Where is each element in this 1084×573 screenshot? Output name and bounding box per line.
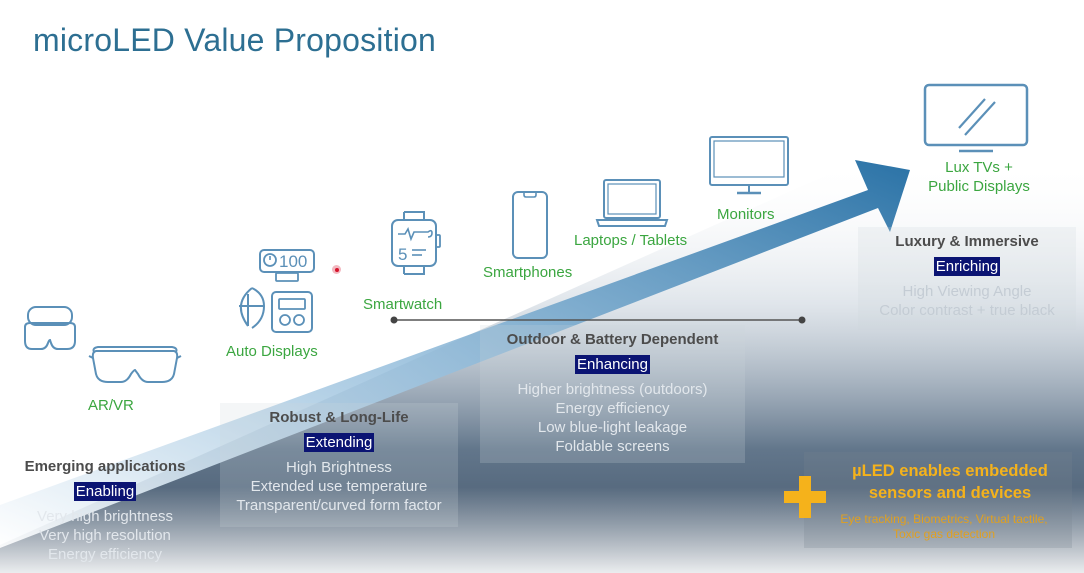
segment-emerging-line: Very high resolution: [39, 527, 171, 544]
segment-luxury-badge: Enriching: [933, 257, 1001, 276]
segment-robust-heading: Robust & Long-Life: [269, 409, 409, 426]
segment-outdoor-line: Foldable screens: [555, 438, 670, 455]
segment-outdoor-line: Higher brightness (outdoors): [517, 381, 708, 398]
svg-text:100: 100: [279, 252, 307, 271]
uled-title-line2: sensors and devices: [868, 484, 1032, 502]
app-label-auto-displays: Auto Displays: [226, 343, 318, 360]
segment-emerging-badge: Enabling: [73, 482, 137, 501]
uled-subtitle: Eye tracking, Biometrics, Virtual tactil…: [822, 512, 1066, 542]
monitor-icon: [709, 136, 789, 198]
uled-title: µLED enables embedded sensors and device…: [828, 460, 1072, 504]
app-label-ar-vr: AR/VR: [88, 397, 134, 414]
app-label-smartwatch: Smartwatch: [363, 296, 443, 313]
segment-luxury-line: Color contrast + true black: [879, 302, 1055, 319]
app-label-laptops-tablets: Laptops / Tablets: [574, 232, 688, 249]
uled-subtitle-line1: Eye tracking, Biometrics, Virtual tactil…: [840, 512, 1048, 526]
smartphone-icon: [512, 191, 548, 259]
segment-luxury: Luxury & Immersive Enriching High Viewin…: [858, 227, 1076, 330]
segment-outdoor-line: Low blue-light leakage: [537, 419, 688, 436]
segment-emerging-line: Energy efficiency: [48, 546, 162, 563]
tv-icon: [923, 83, 1029, 153]
app-label-lux-tvs: Lux TVs + Public Displays: [924, 158, 1034, 196]
segment-emerging: Emerging applications Enabling Very high…: [10, 452, 200, 564]
segment-robust-line: Extended use temperature: [250, 478, 428, 495]
svg-text:5: 5: [398, 245, 407, 264]
smartwatch-icon: 5: [388, 210, 444, 276]
uled-title-line1: µLED enables embedded: [852, 462, 1048, 480]
segment-outdoor-heading: Outdoor & Battery Dependent: [506, 331, 719, 348]
uled-sensors-box: µLED enables embedded sensors and device…: [784, 452, 1072, 548]
segment-emerging-lines: Very high brightness Very high resolutio…: [10, 507, 200, 564]
segment-robust-line: Transparent/curved form factor: [236, 497, 442, 514]
laptop-icon: [595, 178, 669, 228]
app-label-lux-tvs-line2: Public Displays: [928, 178, 1030, 195]
segment-robust-lines: High Brightness Extended use temperature…: [220, 458, 458, 515]
app-label-lux-tvs-line1: Lux TVs +: [945, 159, 1013, 176]
segment-outdoor-lines: Higher brightness (outdoors) Energy effi…: [480, 380, 745, 456]
segment-outdoor: Outdoor & Battery Dependent Enhancing Hi…: [480, 325, 745, 463]
segment-robust-badge: Extending: [303, 433, 375, 452]
pointer-dot: [332, 265, 341, 274]
vr-headset-icon: [22, 305, 78, 355]
segment-luxury-line: High Viewing Angle: [902, 283, 1032, 300]
uled-subtitle-line2: Toxic gas detection: [892, 527, 996, 541]
app-label-smartphones: Smartphones: [483, 264, 573, 281]
segment-luxury-heading: Luxury & Immersive: [895, 233, 1039, 250]
segment-emerging-heading: Emerging applications: [24, 458, 186, 475]
segment-outdoor-line: Energy efficiency: [555, 400, 670, 417]
segment-robust: Robust & Long-Life Extending High Bright…: [220, 403, 458, 527]
plus-icon: [782, 474, 828, 525]
vr-goggles-icon: [88, 342, 182, 386]
growth-arrow: [0, 160, 910, 548]
segment-robust-line: High Brightness: [286, 459, 392, 476]
page-title: microLED Value Proposition: [33, 22, 437, 58]
segment-emerging-line: Very high brightness: [37, 508, 173, 525]
segment-outdoor-badge: Enhancing: [575, 355, 650, 374]
car-dashboard-icon: 100: [234, 246, 318, 336]
segment-luxury-lines: High Viewing Angle Color contrast + true…: [858, 282, 1076, 320]
app-label-monitors: Monitors: [717, 206, 775, 223]
